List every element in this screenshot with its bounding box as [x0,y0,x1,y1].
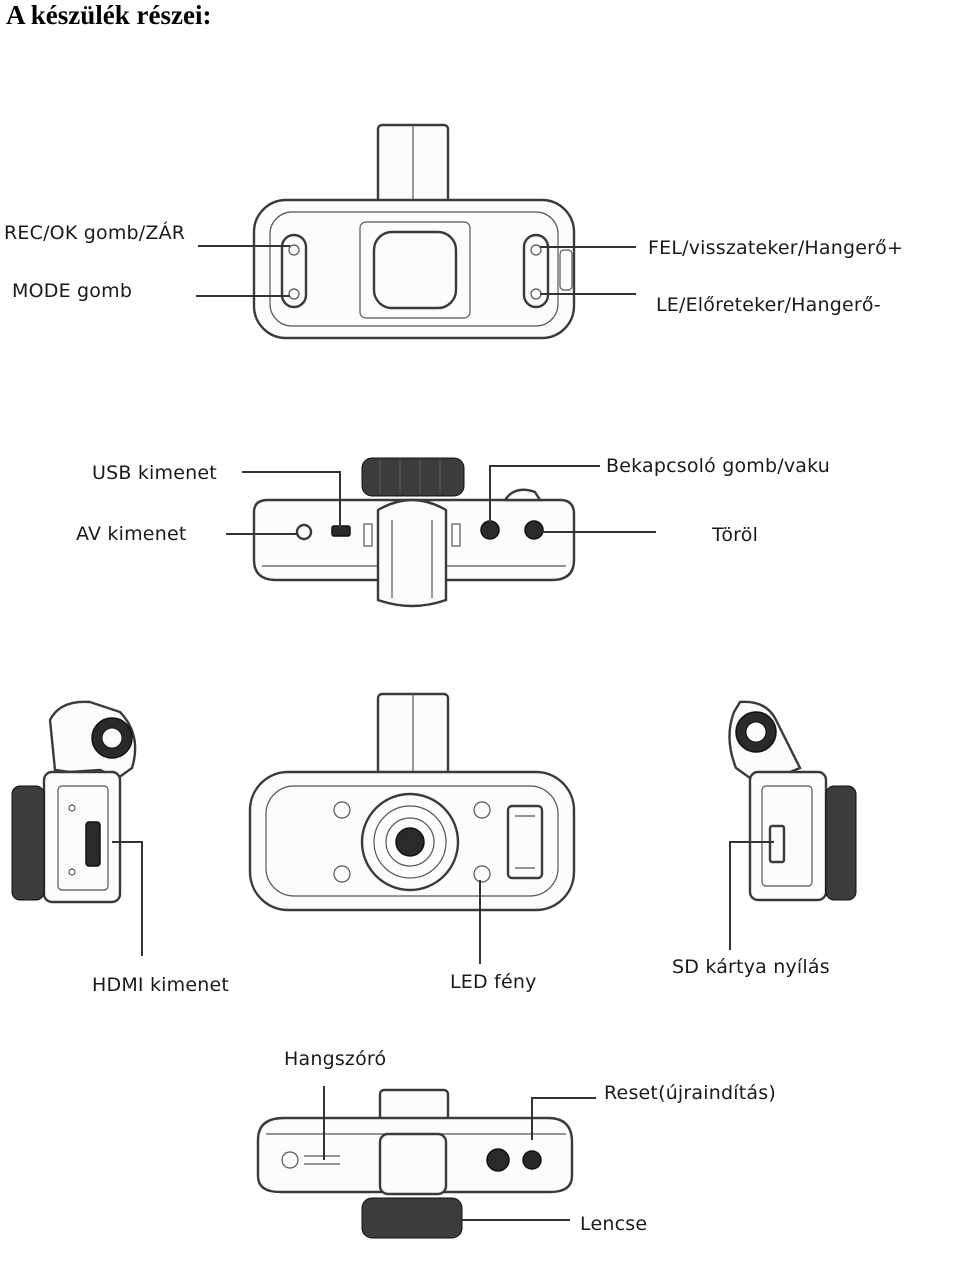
label-le: LE/Előreteker/Hangerő- [656,294,881,316]
bottom-view [256,1088,574,1239]
leader-reset [531,1097,596,1140]
right-side-view [728,700,857,902]
label-lencse: Lencse [580,1213,648,1235]
label-reset: Reset(újraindítás) [604,1082,776,1104]
back-view [252,123,576,340]
left-side-view [11,700,137,904]
label-mode: MODE gomb [12,280,133,302]
label-bekapcsolo: Bekapcsoló gomb/vaku [606,455,831,477]
leader-usb [242,471,341,528]
label-usb: USB kimenet [92,462,217,484]
label-hdmi: HDMI kimenet [92,974,230,996]
label-fel: FEL/visszateker/Hangerő+ [648,237,904,259]
front-view [248,692,576,912]
label-sd: SD kártya nyílás [672,956,830,978]
label-av: AV kimenet [76,523,187,545]
top-view [252,457,576,608]
label-hangszoro: Hangszóró [284,1048,387,1070]
leader-bekapcsolo [489,465,600,522]
label-rec-ok: REC/OK gomb/ZÁR [4,222,186,244]
leader-sd [729,841,774,950]
leader-hdmi [112,841,143,956]
label-led: LED fény [450,971,537,993]
page-title: A készülék részei: [6,0,212,30]
label-torol: Töröl [712,524,759,546]
